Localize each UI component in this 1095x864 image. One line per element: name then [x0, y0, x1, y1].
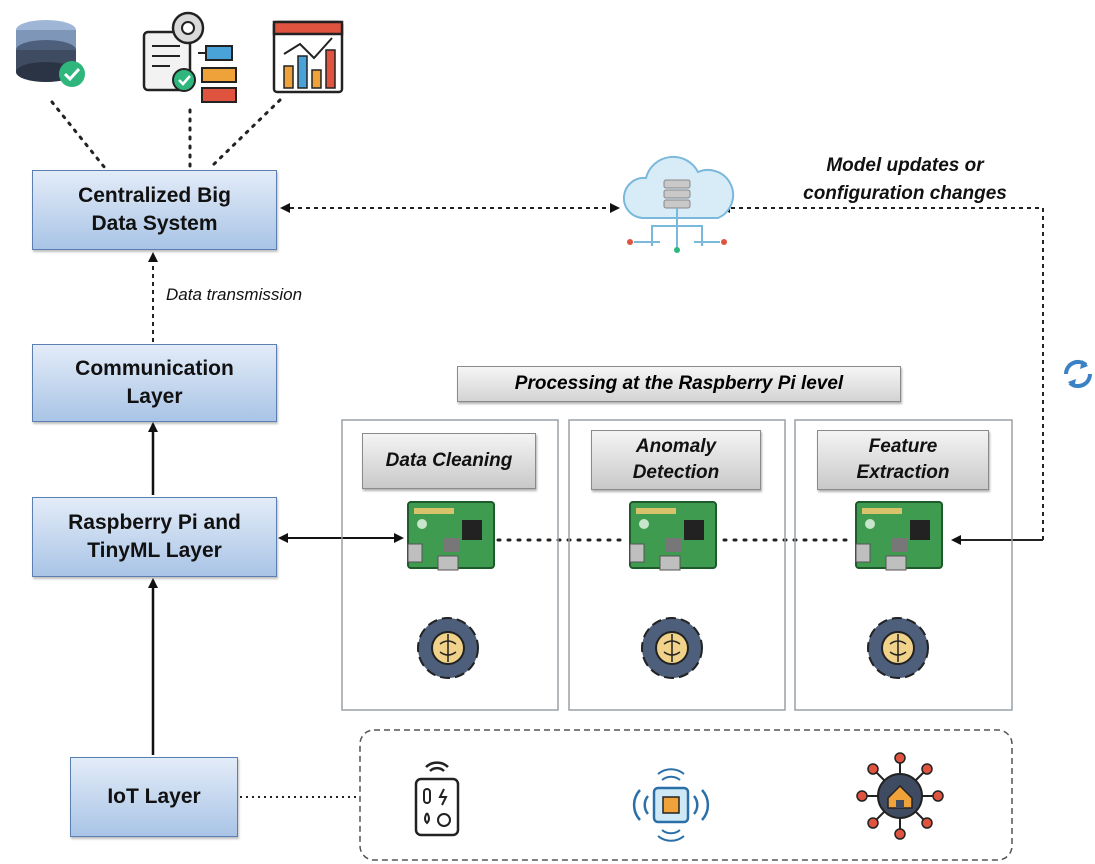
- iot-layer-box: IoT Layer: [70, 757, 238, 837]
- raspberry-tinyml-layer-label: Raspberry Pi and TinyML Layer: [68, 511, 241, 562]
- ai-gear-brain-icon: [641, 617, 703, 679]
- communication-layer-label: Communication Layer: [75, 357, 234, 408]
- raspberry-pi-board-icon: [407, 501, 495, 571]
- stage-anomaly-detection: Anomaly Detection: [591, 430, 761, 490]
- model-updates-line2: configuration changes: [803, 183, 1007, 204]
- communication-layer-box: Communication Layer: [32, 344, 277, 422]
- smart-home-network-icon: [856, 752, 944, 840]
- centralized-big-data-box: Centralized Big Data System: [32, 170, 277, 250]
- raspberry-tinyml-layer-box: Raspberry Pi and TinyML Layer: [32, 497, 277, 577]
- icon-connectors: [50, 98, 282, 170]
- panel-feature-extraction: [794, 419, 1013, 711]
- panel-anomaly-detection: [568, 419, 786, 711]
- raspberry-pi-board-icon: [855, 501, 943, 571]
- processing-title: Processing at the Raspberry Pi level: [457, 366, 901, 402]
- cloud-server-icon: [622, 155, 735, 253]
- smart-sensor-panel-icon: [414, 761, 460, 837]
- stage-feature-extraction: Feature Extraction: [817, 430, 989, 490]
- ai-gear-brain-icon: [867, 617, 929, 679]
- model-updates-label: Model updates or configuration changes: [770, 152, 1040, 208]
- panel-data-cleaning: [341, 419, 559, 711]
- centralized-big-data-label: Centralized Big Data System: [78, 184, 231, 235]
- sync-icon: [1063, 359, 1093, 389]
- model-updates-line1: Model updates or: [826, 155, 984, 176]
- ai-gear-brain-icon: [417, 617, 479, 679]
- data-transmission-label: Data transmission: [166, 285, 303, 304]
- wireless-chip-icon: [632, 768, 710, 842]
- iot-devices-container: [359, 729, 1013, 861]
- workflow-settings-icon: [142, 11, 237, 103]
- database-check-icon: [16, 20, 85, 87]
- analytics-chart-icon: [272, 20, 344, 94]
- stage-data-cleaning: Data Cleaning: [362, 433, 536, 489]
- iot-layer-label: IoT Layer: [107, 785, 201, 808]
- raspberry-pi-board-icon: [629, 501, 717, 571]
